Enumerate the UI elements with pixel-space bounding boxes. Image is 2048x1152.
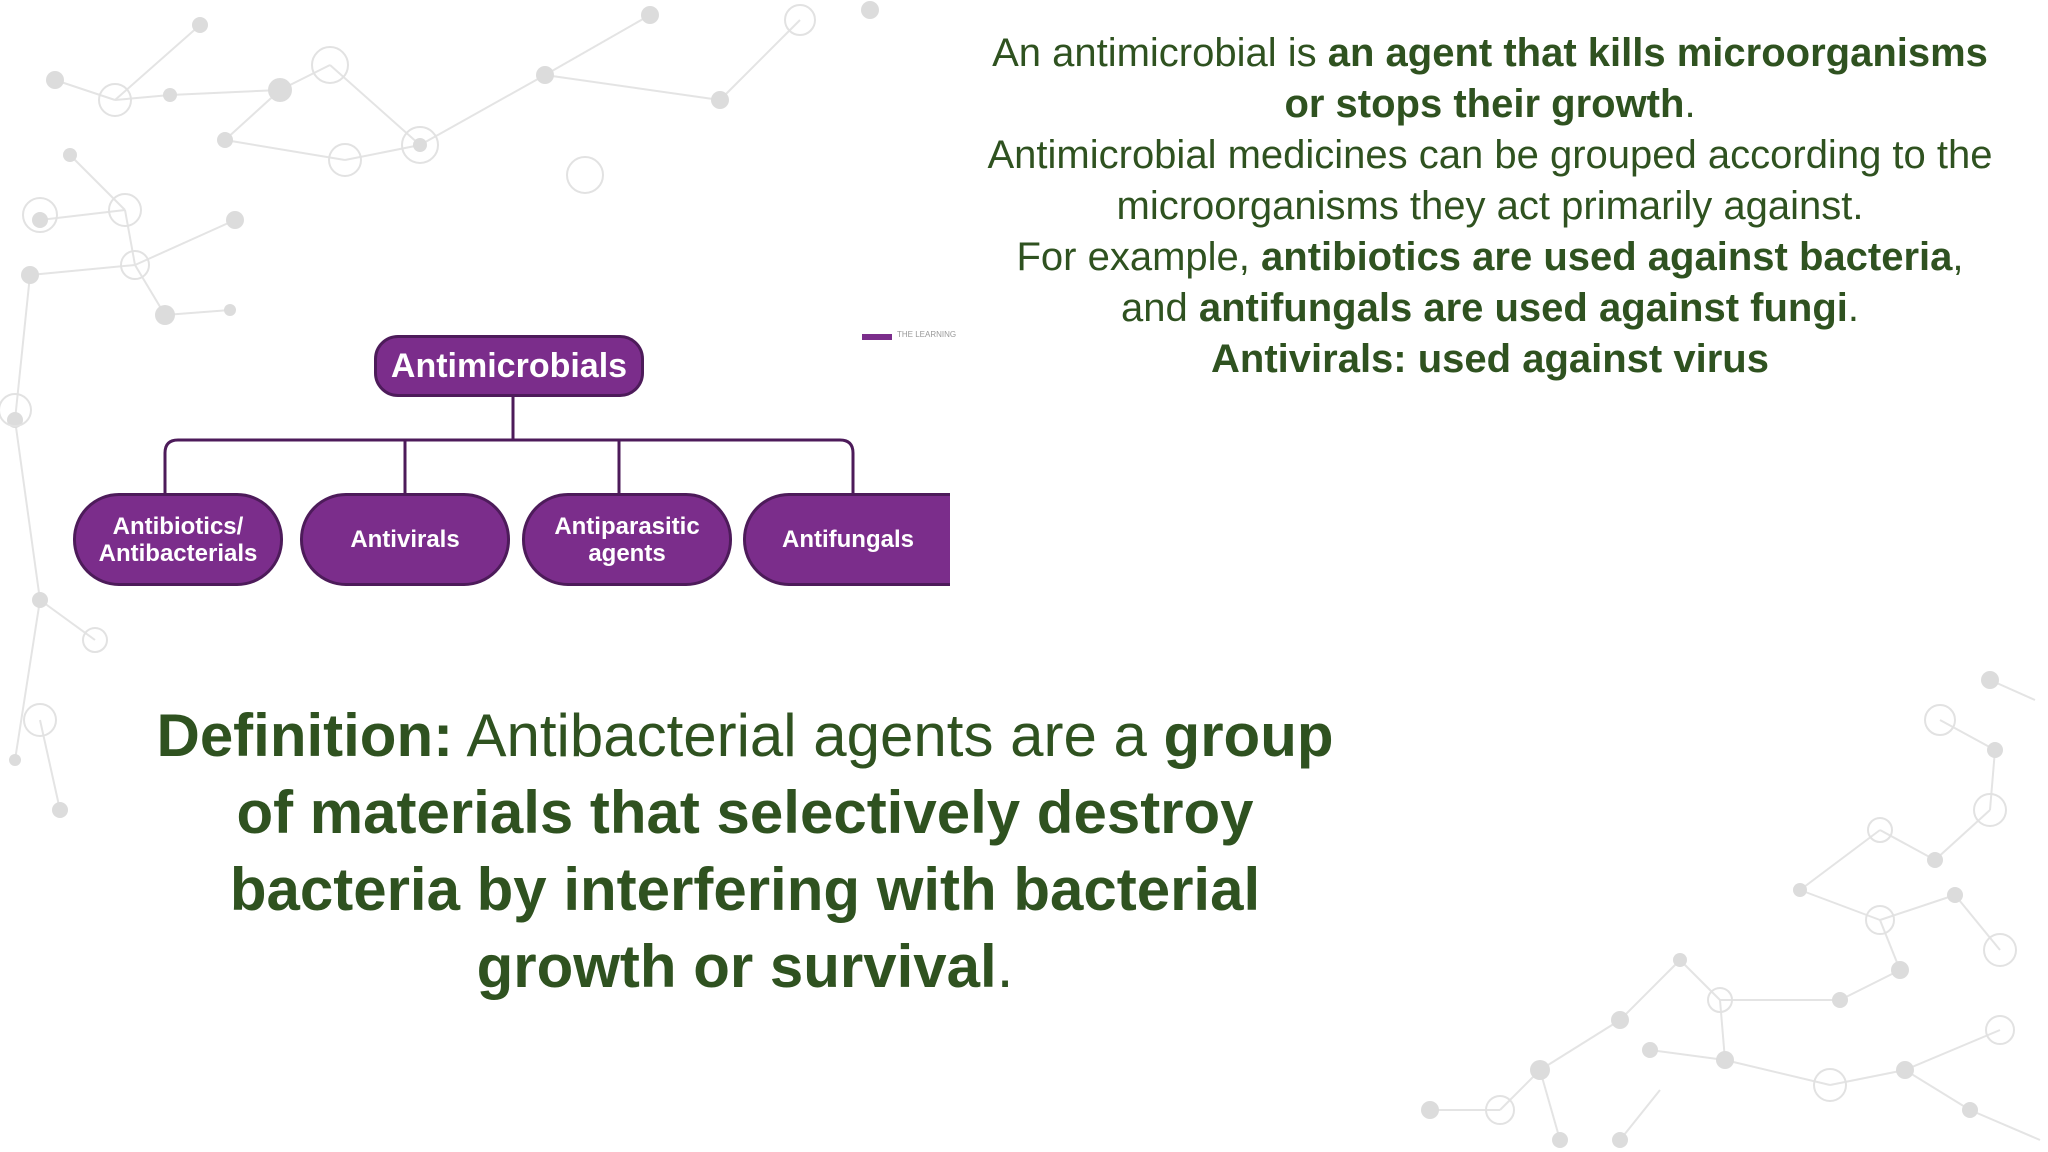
intro-line3-end: . — [1847, 286, 1859, 330]
intro-line1-end: . — [1684, 82, 1696, 126]
intro-line3-text: For example, — [1016, 235, 1262, 279]
legend-chip — [862, 334, 892, 340]
intro-paragraph: An antimicrobial is an agent that kills … — [980, 28, 2000, 385]
definition-label: Definition: — [156, 702, 454, 769]
intro-sentence-1: An antimicrobial is an agent that kills … — [980, 28, 2000, 130]
intro-line1-text: An antimicrobial is — [992, 31, 1328, 75]
intro-line1-bold: an agent that kills microorganisms or st… — [1284, 31, 1988, 126]
legend-text: THE LEARNING — [897, 330, 957, 339]
definition-text: Definition: Antibacterial agents are a g… — [150, 697, 1340, 1005]
node-antifungals: Antifungals — [743, 493, 950, 586]
intro-line4-bold: Antivirals: used against virus — [1211, 337, 1769, 381]
intro-sentence-2: Antimicrobial medicines can be grouped a… — [987, 133, 1993, 228]
definition-lead: Antibacterial agents are a — [453, 702, 1164, 769]
node-antivirals: Antivirals — [300, 493, 510, 586]
definition-end: . — [996, 933, 1014, 1000]
root-node-antimicrobials: Antimicrobials — [374, 335, 644, 397]
node-antiparasitic: Antiparasitic agents — [522, 493, 732, 586]
diagram-connectors — [163, 397, 855, 493]
intro-line3-bold2: antifungals are used against fungi — [1198, 286, 1848, 330]
node-antibiotics: Antibiotics/ Antibacterials — [73, 493, 283, 586]
intro-line3-mid: , and — [1121, 235, 1964, 330]
intro-line3-bold1: antibiotics are used against bacteria — [1261, 235, 1953, 279]
antimicrobials-diagram: Antimicrobials Antibiotics/ Antibacteria… — [60, 325, 960, 605]
definition-bold: group of materials that selectively dest… — [229, 702, 1334, 1000]
definition-block: Definition: Antibacterial agents are a g… — [150, 697, 1340, 1005]
intro-sentence-3: For example, antibiotics are used agains… — [980, 232, 2000, 334]
intro-sentence-4: Antivirals: used against virus — [980, 334, 2000, 385]
